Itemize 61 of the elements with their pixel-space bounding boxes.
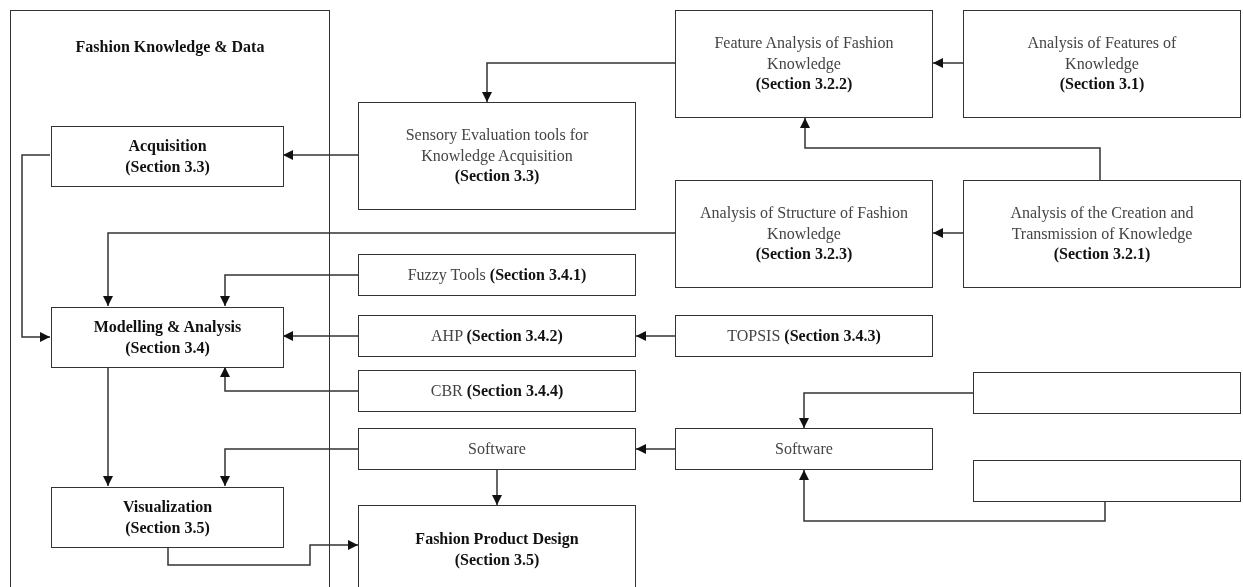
process-box: [358, 505, 636, 587]
arrow: [220, 274, 359, 307]
process-box: [358, 370, 636, 412]
process-box: [51, 307, 284, 368]
box-label: Feature Analysis of Fashion Knowledge: [713, 32, 895, 75]
process-box: [675, 10, 933, 118]
box-label: Software: [775, 438, 833, 459]
box-label: Fashion Product Design: [415, 529, 579, 550]
box-label: CBR (Section 3.4.4): [430, 380, 564, 402]
process-box: [51, 126, 284, 187]
box-label: (Section 3.3): [125, 156, 210, 178]
group-panel: [10, 10, 330, 587]
box-label: Analysis of Features of Knowledge: [1026, 32, 1178, 75]
process-box: [675, 180, 933, 288]
process-box: [358, 428, 636, 470]
panel-title: Fashion Knowledge & Data: [75, 37, 265, 58]
box-label: (Section 3.5): [454, 550, 540, 571]
box-label: (Section 3.2.2): [755, 74, 853, 95]
box-label: Modelling & Analysis: [93, 316, 242, 338]
arrow: [799, 469, 1106, 522]
arrow: [635, 331, 676, 341]
process-box: [973, 460, 1241, 502]
process-box: [358, 315, 636, 357]
box-label: Sensory Evaluation tools for Knowledge Acquisition: [404, 124, 590, 167]
process-box: [358, 102, 636, 210]
box-label: (Section 3.1): [1059, 74, 1145, 95]
box-label: (Section 3.2.1): [1053, 244, 1151, 265]
arrow: [635, 444, 676, 454]
process-box: [675, 428, 933, 470]
arrow: [103, 366, 113, 487]
box-label: TOPSIS (Section 3.4.3): [727, 325, 881, 347]
arrow: [282, 331, 359, 341]
arrow: [492, 469, 502, 506]
arrow: [21, 154, 51, 342]
arrow: [932, 58, 964, 68]
arrow: [799, 392, 974, 429]
arrow: [282, 150, 359, 160]
box-label: Analysis of the Creation and Transmission of Knowledge: [1009, 202, 1195, 245]
arrow: [103, 232, 676, 307]
arrow: [800, 117, 1101, 181]
box-label: Software: [468, 438, 526, 459]
process-box: [963, 180, 1241, 288]
process-box: [358, 254, 636, 296]
process-box: [675, 315, 933, 357]
box-label: (Section 3.2.3): [755, 244, 853, 265]
box-label: AHP (Section 3.4.2): [431, 325, 563, 347]
arrow: [220, 366, 359, 392]
box-label: (Section 3.5): [125, 517, 210, 539]
arrow: [167, 540, 359, 566]
process-box: [51, 487, 284, 548]
box-label: (Section 3.4): [125, 337, 210, 359]
box-label: (Section 3.3): [454, 166, 540, 187]
box-label: Visualization: [122, 496, 213, 517]
box-label: Acquisition: [128, 135, 207, 157]
process-box: [963, 10, 1241, 118]
box-label: Analysis of Structure of Fashion Knowledge: [699, 202, 909, 245]
process-box: [973, 372, 1241, 414]
box-label: Fuzzy Tools (Section 3.4.1): [407, 264, 587, 286]
arrow: [932, 228, 964, 238]
arrow: [482, 62, 676, 103]
arrow: [220, 448, 359, 487]
